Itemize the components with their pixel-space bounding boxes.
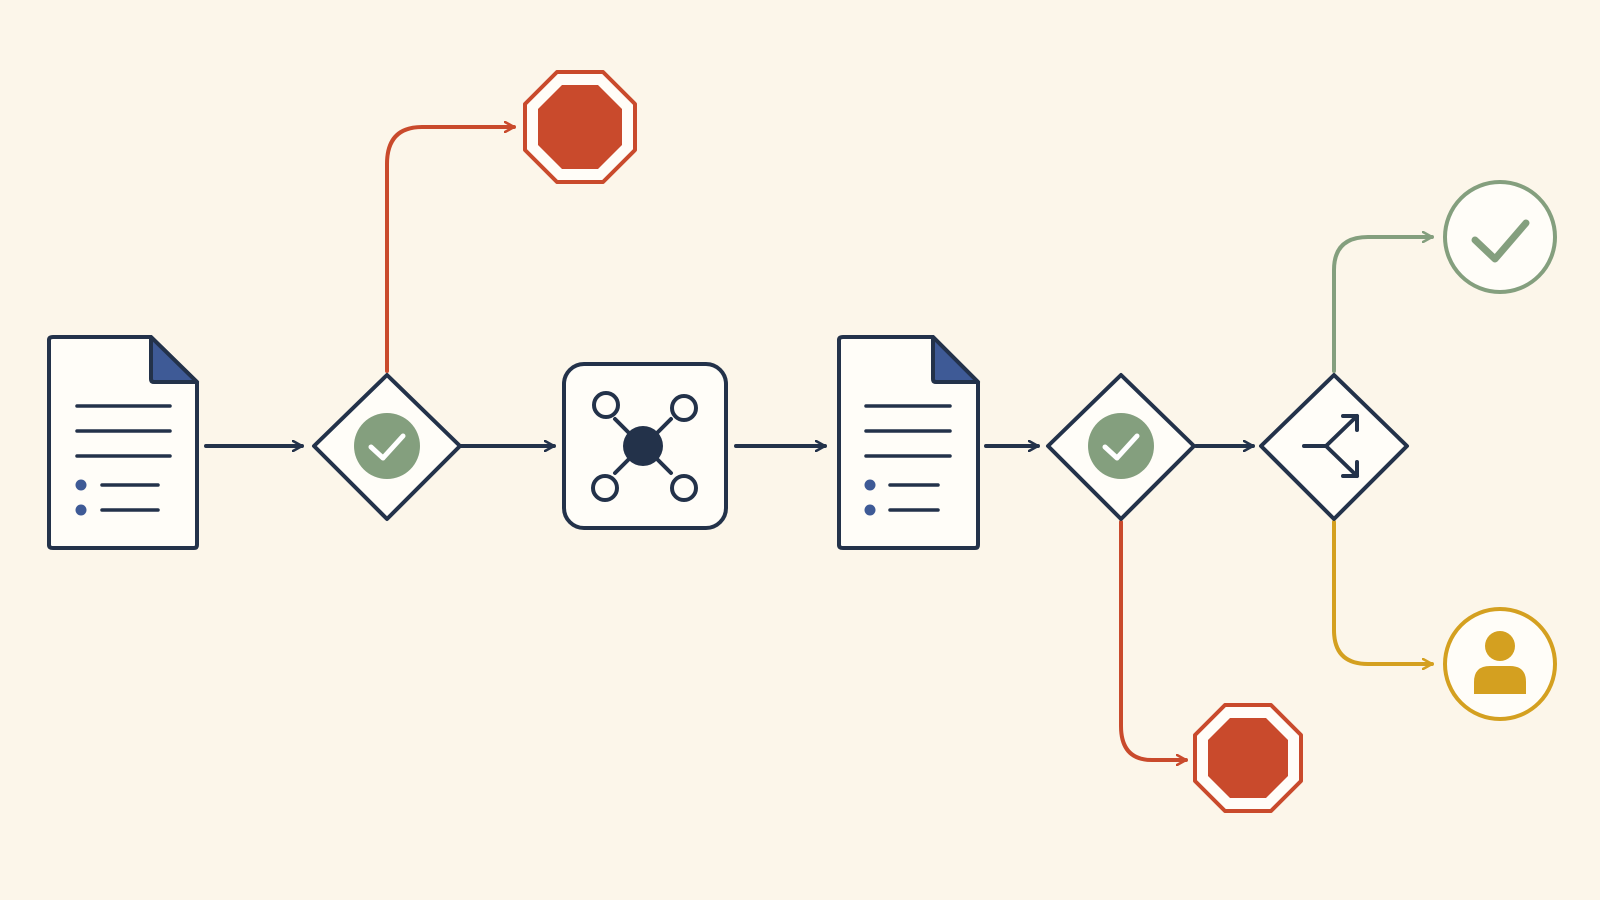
processing-hub[interactable] [562,362,728,530]
routing-split[interactable] [1259,373,1409,521]
document-icon [837,335,980,550]
document-icon [47,335,199,550]
edge-split-to-approved [1332,237,1434,373]
edge-gate1-to-reject1 [385,127,516,373]
validation-gate-1[interactable] [312,373,462,521]
output-document[interactable] [837,335,980,550]
stop-octagon-icon [1193,703,1303,813]
approved-end[interactable] [1443,180,1557,294]
connectors [204,127,1434,760]
reject-stop-2[interactable] [1193,703,1303,813]
check-badge-icon [354,413,420,479]
input-document[interactable] [47,335,199,550]
stop-octagon-icon [523,70,637,184]
edge-split-to-human [1332,520,1434,664]
person-circle-icon [1443,607,1557,721]
human-review-end[interactable] [1443,607,1557,721]
split-arrows-icon [1302,414,1359,478]
validation-gate-2[interactable] [1046,373,1196,521]
reject-stop-1[interactable] [523,70,637,184]
checkmark-circle-icon [1443,180,1557,294]
edge-gate2-to-reject2 [1119,520,1188,760]
network-hub-icon [591,391,698,502]
check-badge-icon [1088,413,1154,479]
